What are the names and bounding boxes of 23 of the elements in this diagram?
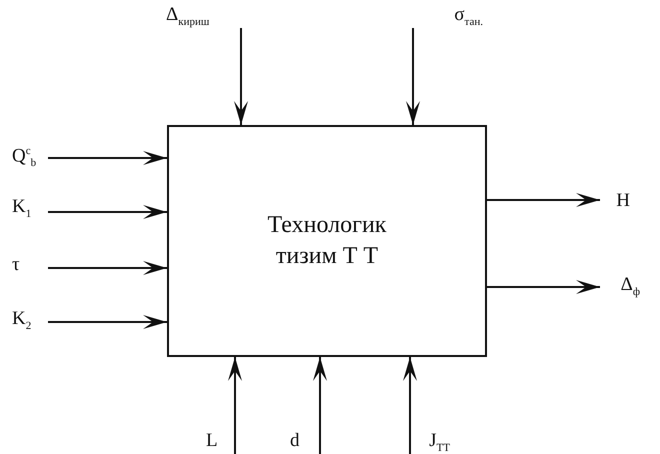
system-box (167, 125, 487, 357)
variable-label: J$_{ТТ}$ (429, 430, 450, 454)
arrow (48, 205, 167, 219)
arrow (406, 28, 420, 125)
arrow (403, 357, 417, 454)
variable-label: K$_{1}$ (12, 196, 32, 222)
arrow (228, 357, 242, 454)
variable-label: σ$_{тан.}$ (454, 4, 483, 30)
arrow (48, 261, 167, 275)
box-title: Технологик тизим Т Т (266, 211, 388, 271)
variable-label: L (206, 430, 218, 452)
variable-label: Δ$_{кириш}$ (166, 4, 210, 30)
variable-label: d (290, 430, 300, 452)
variable-label: K$_{2}$ (12, 308, 32, 334)
arrow (48, 315, 167, 329)
arrow (487, 193, 600, 207)
variable-label: τ (12, 254, 20, 276)
arrow (48, 151, 167, 165)
arrow (313, 357, 327, 454)
variable-label: Δ$_{ф}$ (620, 274, 640, 300)
variable-label: H (616, 190, 630, 212)
arrow (234, 28, 248, 125)
arrow (487, 280, 600, 294)
